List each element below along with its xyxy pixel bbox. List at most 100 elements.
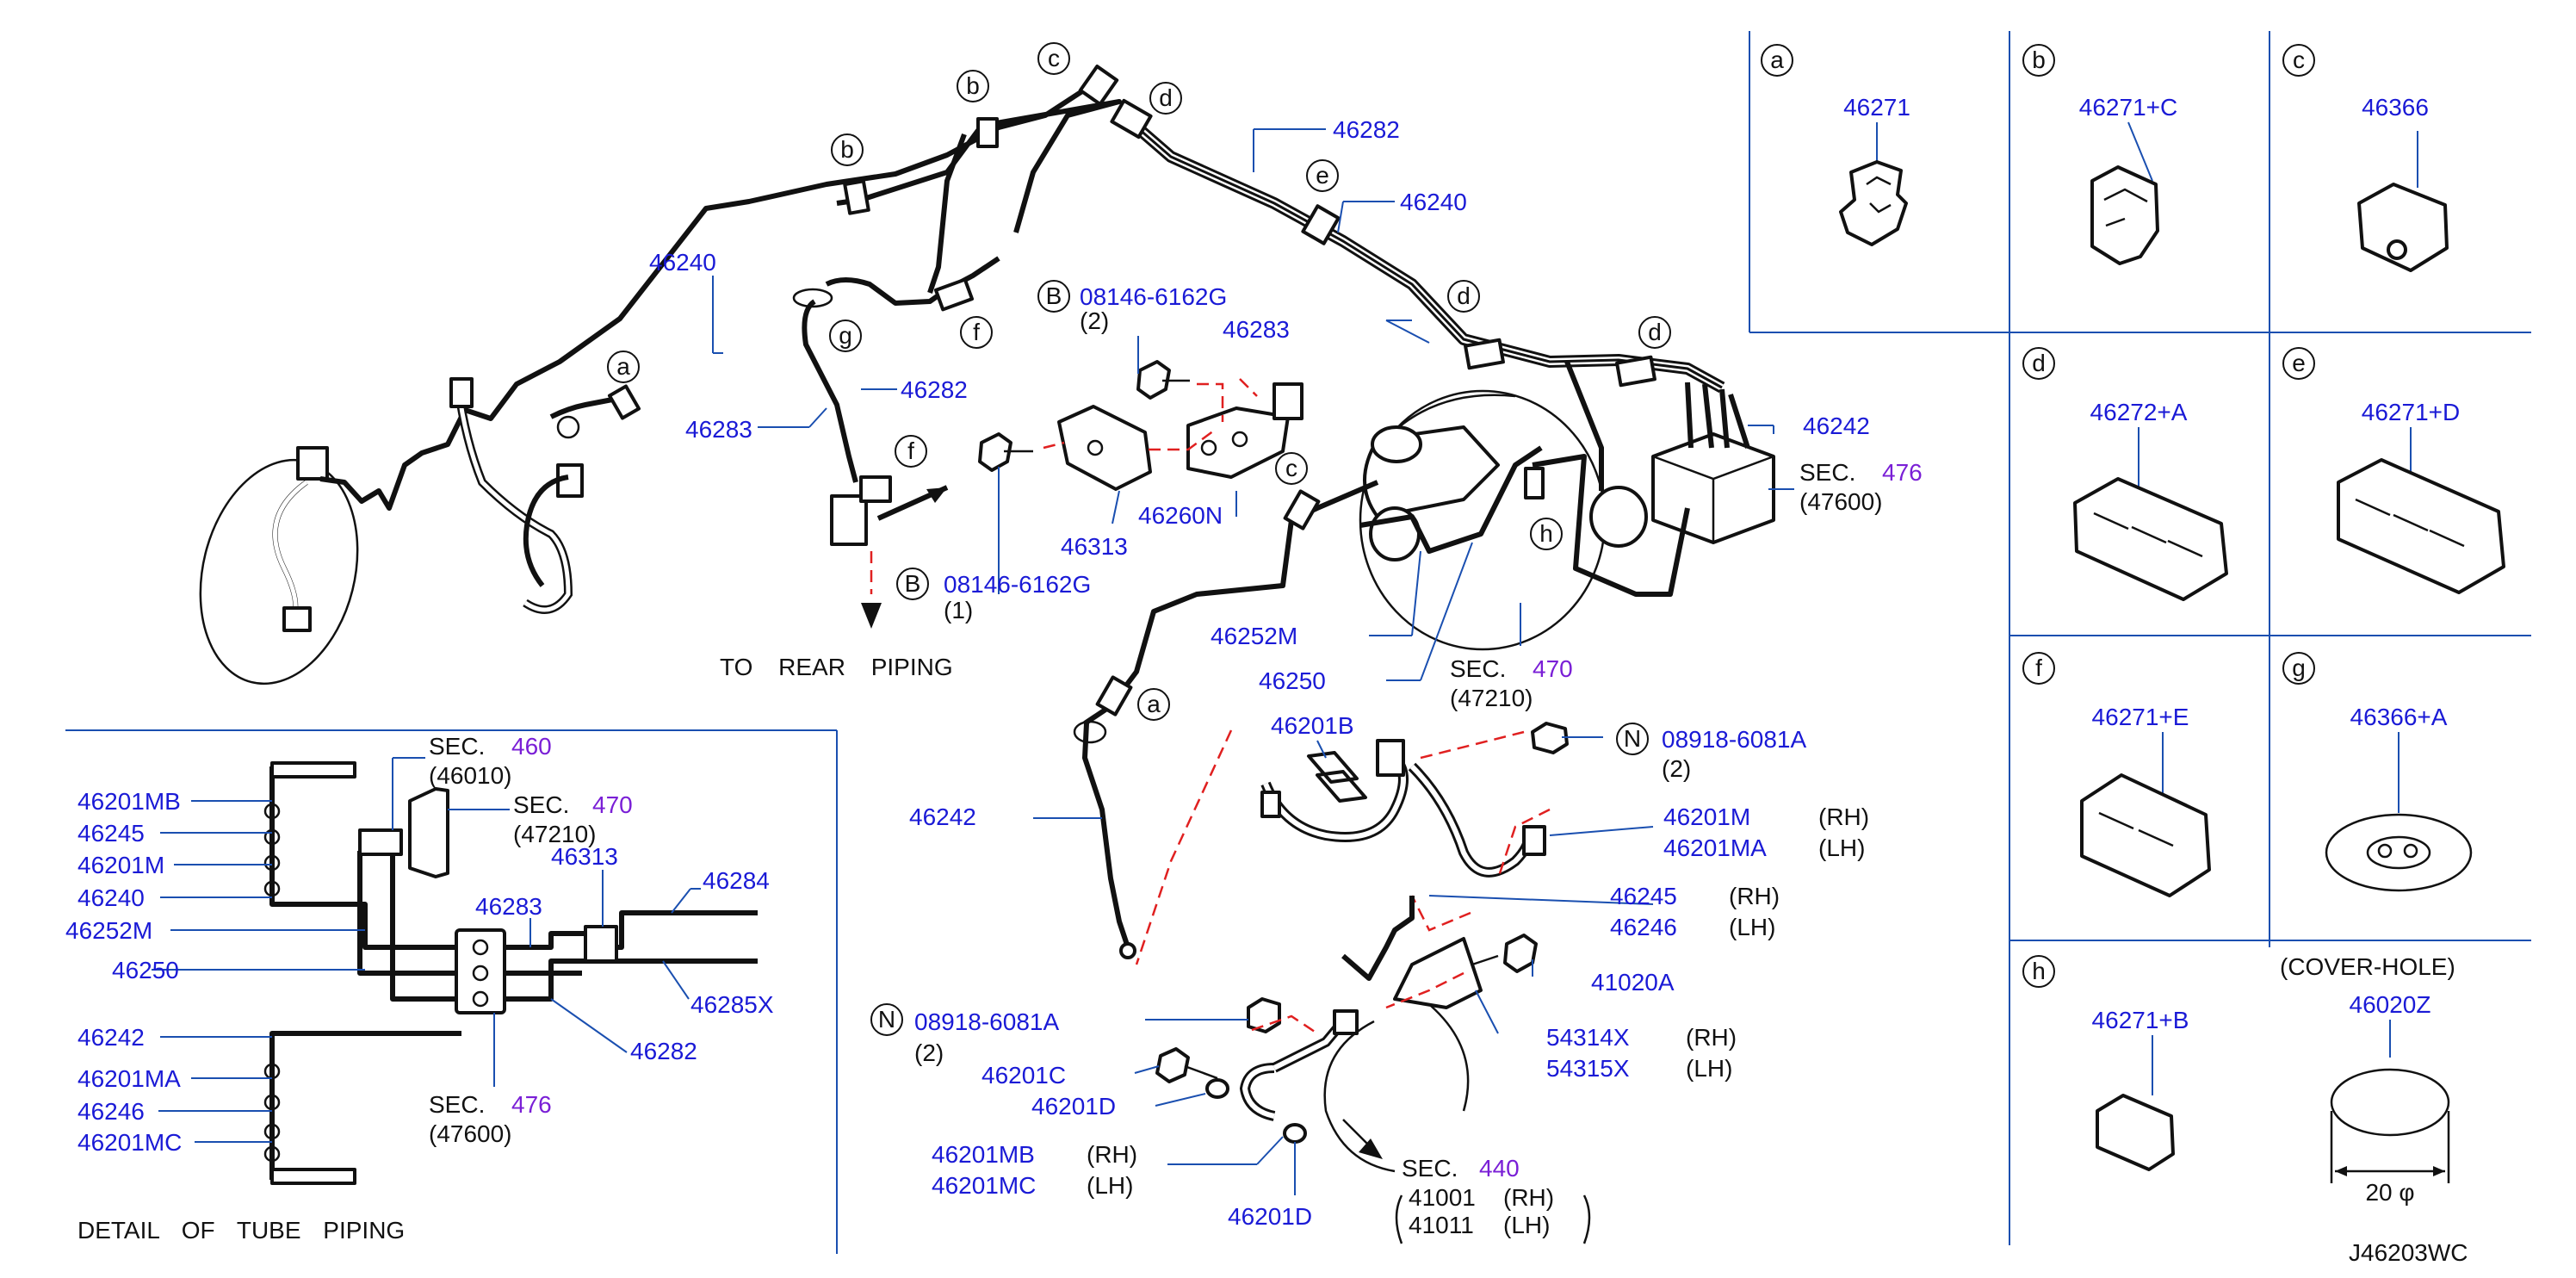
detail-46284: 46284 [703, 867, 770, 894]
part-46282: 46282 [1333, 116, 1400, 143]
detail-label: 46245 [77, 820, 145, 847]
part-46201m: 46201M [1663, 803, 1750, 830]
part-54314x: 54314X [1546, 1024, 1630, 1051]
clip-cell-b: b 46271+C [2022, 44, 2177, 265]
part-41001: 41001 [1409, 1184, 1476, 1211]
detail-title: DETAIL OF TUBE PIPING [77, 1217, 405, 1244]
marker-b-bolt: B [1046, 282, 1062, 309]
part-46201d: 46201D [1228, 1203, 1312, 1230]
nut-08918-6081a: 08918-6081A [1662, 726, 1806, 753]
marker-d: d [1159, 84, 1173, 111]
bolt-08146-6162g-qty: (1) [944, 597, 973, 623]
detail-46283: 46283 [475, 893, 542, 920]
clip-cell-d: d 46272+A [2022, 347, 2228, 601]
part-46260n: 46260N [1138, 502, 1223, 529]
clip-reference-markers: c b d b e g f f a d d c h a B B N N [607, 42, 1671, 1036]
tube-piping-detail: 46201MB 46245 46201M 46240 46252M 46250 … [65, 729, 838, 1254]
detail-sec476-number: 476 [511, 1091, 552, 1118]
marker-b: b [966, 72, 980, 99]
clip-letter: f [2035, 655, 2042, 681]
nut-08918-6081a: 08918-6081A [914, 1008, 1059, 1035]
part-46250: 46250 [1259, 667, 1326, 694]
marker-h: h [1539, 520, 1553, 547]
part-46201mb: 46201MB [932, 1141, 1035, 1168]
part-46242: 46242 [909, 803, 976, 830]
part-41001-side: (RH) [1503, 1184, 1554, 1211]
detail-sec476-code: (47600) [429, 1120, 512, 1147]
clip-part-number: 46271+D [2362, 399, 2460, 425]
sec440-number: 440 [1479, 1155, 1520, 1182]
part-46201mc: 46201MC [932, 1172, 1036, 1199]
detail-sec460-code: (46010) [429, 762, 512, 789]
part-41011-side: (LH) [1503, 1212, 1550, 1238]
marker-a: a [616, 353, 630, 380]
detail-label: 46252M [65, 917, 152, 944]
cover-hole-cell: (COVER-HOLE) 46020Z 20 φ [2280, 953, 2455, 1206]
part-46201c: 46201C [981, 1062, 1066, 1089]
part-46283: 46283 [1223, 316, 1290, 343]
marker-c: c [1048, 45, 1060, 71]
bolt-icon [1136, 360, 1190, 400]
marker-a: a [1147, 691, 1161, 717]
sec470-code: (47210) [1450, 685, 1533, 711]
bolt-08146-6162g-qty: (2) [1080, 307, 1109, 334]
marker-c: c [1285, 455, 1297, 481]
detail-label: 46201MC [77, 1129, 182, 1156]
part-46240: 46240 [1400, 189, 1467, 215]
marker-b-bolt: B [905, 570, 921, 597]
bolt-icon [978, 432, 1033, 472]
detail-label: 46250 [112, 957, 179, 983]
part-46201ma-side: (LH) [1818, 834, 1865, 861]
detail-sec470-number: 470 [592, 791, 633, 818]
detail-label: 46242 [77, 1024, 145, 1051]
part-46245-side: (RH) [1729, 883, 1780, 909]
detail-label: 46201MB [77, 788, 181, 815]
nut-08918-6081a-qty: (2) [1662, 755, 1691, 782]
clip-cell-a: a 46271 [1761, 44, 1910, 246]
detail-label: 46240 [77, 884, 145, 911]
clip-part-number: 46366 [2362, 94, 2429, 121]
part-46201b: 46201B [1271, 712, 1354, 739]
part-46201mb-side: (RH) [1087, 1141, 1137, 1168]
part-46201mc-side: (LH) [1087, 1172, 1133, 1199]
part-46283: 46283 [685, 416, 752, 443]
main-piping [199, 65, 1775, 1173]
part-46201m-side: (RH) [1818, 803, 1869, 830]
cover-hole-part-number: 46020Z [2350, 991, 2431, 1018]
marker-e: e [1316, 162, 1329, 189]
clip-part-number: 46271+C [2079, 94, 2177, 121]
marker-d: d [1648, 319, 1662, 345]
detail-sec460-number: 460 [511, 733, 552, 760]
clip-letter: a [1770, 47, 1784, 73]
clip-letter: e [2292, 350, 2306, 376]
part-46246-side: (LH) [1729, 914, 1775, 940]
marker-f: f [907, 437, 914, 464]
detail-sec470-code: (47210) [513, 821, 597, 847]
diagram-code: J46203WC [2349, 1239, 2468, 1266]
detail-46313: 46313 [551, 843, 618, 870]
sec470-label: SEC. [1450, 655, 1506, 682]
bolt-08146-6162g: 08146-6162G [944, 571, 1091, 598]
cover-hole-dimension: 20 φ [2365, 1179, 2414, 1206]
clip-letter: b [2032, 47, 2046, 73]
part-46242: 46242 [1803, 413, 1870, 439]
part-labels: 46240 46283 46282 46282 46240 46283 4624… [649, 116, 2468, 1266]
part-46313: 46313 [1061, 533, 1128, 560]
clip-cell-h: h 46271+B [2022, 955, 2189, 1171]
detail-label: 46201M [77, 852, 164, 878]
part-54314x-side: (RH) [1686, 1024, 1737, 1051]
sec476-code: (47600) [1799, 488, 1883, 515]
sec476-number: 476 [1882, 459, 1923, 486]
marker-n-nut: N [878, 1006, 895, 1033]
part-54315x: 54315X [1546, 1055, 1630, 1082]
sec440-label: SEC. [1402, 1155, 1458, 1182]
to-rear-piping-label: TO REAR PIPING [720, 654, 953, 680]
detail-label: 46201MA [77, 1065, 181, 1092]
clip-cell-c: c 46366 [2282, 44, 2449, 272]
sec476-label: SEC. [1799, 459, 1855, 486]
detail-46282: 46282 [630, 1038, 697, 1064]
clip-part-number: 46272+A [2090, 399, 2188, 425]
part-46246: 46246 [1610, 914, 1677, 940]
